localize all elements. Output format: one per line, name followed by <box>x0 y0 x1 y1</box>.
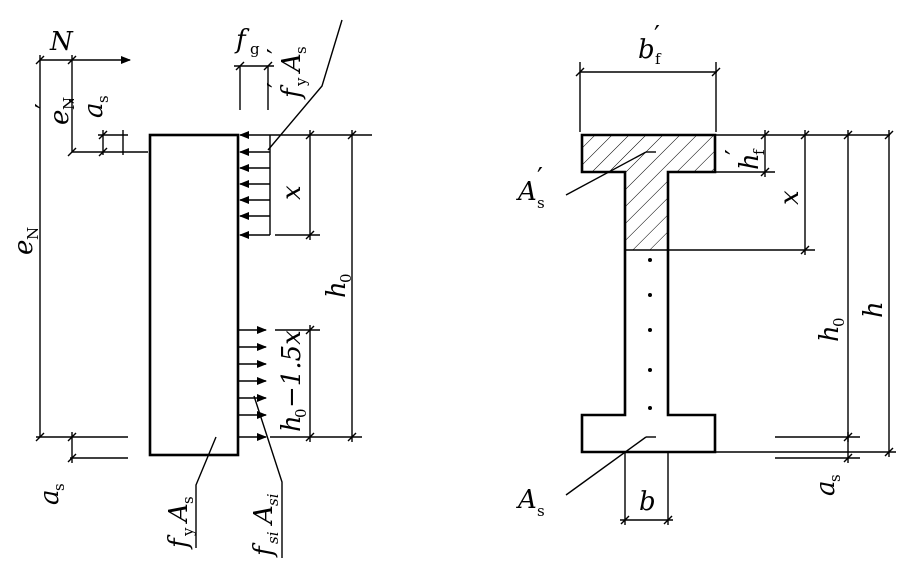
svg-text:f: f <box>750 148 768 155</box>
svg-text:−1.5x: −1.5x <box>277 330 307 408</box>
compression-arrows <box>239 131 271 239</box>
svg-text:s: s <box>292 46 310 54</box>
svg-text:′: ′ <box>721 149 751 155</box>
svg-text:x: x <box>277 185 307 200</box>
svg-text:h: h <box>859 301 889 318</box>
label-fg: f g <box>234 25 260 58</box>
svg-text:0: 0 <box>292 408 310 418</box>
left-section-diagram: N e N e ′ N a ′ s <box>9 19 372 558</box>
svg-text:A: A <box>249 505 279 526</box>
label-As-prime: A ′ s <box>516 163 545 212</box>
right-ibeam-diagram: b ′ f A ′ s A s <box>516 21 896 525</box>
svg-text:f: f <box>234 25 250 55</box>
tension-arrows <box>238 326 267 441</box>
svg-text:A: A <box>277 53 307 74</box>
fsiAsi-leader <box>253 395 283 558</box>
svg-text:A: A <box>516 485 537 515</box>
svg-text:0: 0 <box>337 273 355 283</box>
label-x-left: x <box>277 185 307 200</box>
svg-text:y: y <box>179 527 197 537</box>
label-N: N <box>49 27 74 57</box>
svg-text:h: h <box>277 415 307 432</box>
svg-text:′: ′ <box>31 103 61 109</box>
svg-text:′: ′ <box>65 98 95 104</box>
fyAs-prime-leader <box>267 19 343 151</box>
svg-text:y: y <box>292 77 310 87</box>
label-x-right: x <box>775 190 805 205</box>
label-h0-left: h 0 <box>322 273 355 298</box>
svg-text:x: x <box>775 190 805 205</box>
svg-text:s: s <box>826 474 844 482</box>
svg-text:0: 0 <box>830 317 848 327</box>
label-h: h <box>859 301 889 318</box>
svg-text:′: ′ <box>263 82 293 88</box>
svg-text:a: a <box>79 102 109 118</box>
svg-text:e: e <box>45 110 75 125</box>
label-as: a s <box>35 483 68 505</box>
label-fyAs-prime: f ′ y A ′ s <box>263 46 310 100</box>
svg-text:a: a <box>35 489 65 505</box>
label-bf-prime: b ′ f <box>638 21 662 68</box>
svg-text:′: ′ <box>654 21 660 51</box>
svg-text:s: s <box>179 496 197 504</box>
label-fsiAsi: f si A si <box>249 493 282 558</box>
svg-text:N: N <box>24 227 42 240</box>
svg-text:f: f <box>655 50 662 68</box>
label-eN: e N <box>9 227 42 255</box>
svg-text:g: g <box>250 40 260 58</box>
svg-text:h: h <box>815 325 845 342</box>
svg-text:′: ′ <box>263 48 293 54</box>
As-leader <box>565 436 647 496</box>
svg-text:si: si <box>264 493 282 506</box>
svg-text:A: A <box>516 177 537 207</box>
column-section-rect <box>148 133 240 457</box>
fyAs-leader <box>195 436 217 548</box>
svg-text:N: N <box>60 97 78 110</box>
svg-text:′: ′ <box>537 163 543 193</box>
svg-text:s: s <box>537 502 545 520</box>
label-as-right: a s <box>811 474 844 496</box>
distributed-rebar-dots <box>648 258 652 410</box>
svg-text:s: s <box>537 194 545 212</box>
label-h0-right: h 0 <box>815 317 848 342</box>
svg-text:s: s <box>50 483 68 491</box>
label-h0-15x: h 0 −1.5x <box>277 330 310 432</box>
As-prime-leader <box>565 151 647 196</box>
svg-text:h: h <box>735 153 765 170</box>
svg-text:h: h <box>322 281 352 298</box>
svg-text:b: b <box>638 35 655 65</box>
svg-text:s: s <box>94 95 112 103</box>
label-b: b <box>639 487 656 517</box>
label-fyAs: f y A s <box>164 496 197 550</box>
label-hf-prime: h ′ f <box>721 148 768 170</box>
svg-text:e: e <box>9 240 39 255</box>
svg-text:a: a <box>811 480 841 496</box>
label-eN-prime: e ′ N <box>31 97 78 125</box>
label-As: A s <box>516 485 545 520</box>
compression-zone-hatch <box>582 135 715 250</box>
label-as-prime: a ′ s <box>65 95 112 118</box>
svg-text:si: si <box>264 531 282 544</box>
svg-text:A: A <box>164 503 194 524</box>
